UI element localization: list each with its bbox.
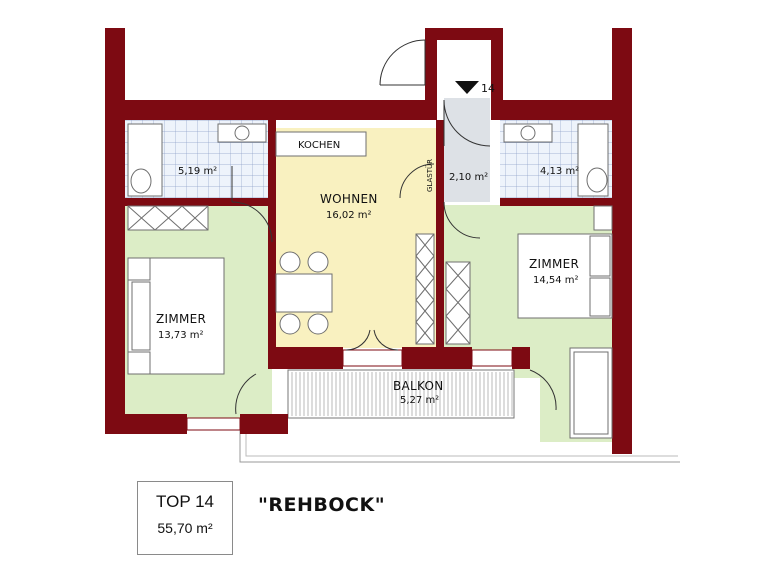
- entrance-number: 14: [481, 82, 495, 95]
- living-area: 16,02 m²: [326, 210, 372, 221]
- hall-floor: [444, 98, 490, 202]
- bath-left-area: 5,19 m²: [178, 166, 217, 177]
- glass-door-label: GLASTÜR: [425, 159, 434, 192]
- unit-name: TOP 14: [156, 492, 214, 511]
- furniture: [127, 123, 613, 439]
- bedroom-right-name: ZIMMER: [529, 257, 579, 271]
- entrance-triangle-icon: [455, 81, 479, 94]
- project-name: "REHBOCK": [258, 494, 386, 516]
- windows: [186, 349, 513, 431]
- unit-total-area: 55,70 m²: [157, 520, 213, 536]
- kitchen-label: KOCHEN: [298, 140, 340, 151]
- bedroom-right-area: 14,54 m²: [533, 275, 579, 286]
- living-name: WOHNEN: [320, 192, 378, 206]
- balcony: [239, 369, 680, 463]
- bedroom-left-area: 13,73 m²: [158, 330, 204, 341]
- balcony-name: BALKON: [393, 379, 444, 393]
- walls: [105, 28, 632, 454]
- unit-legend-box: TOP 14 55,70 m²: [137, 481, 233, 555]
- balcony-area: 5,27 m²: [400, 395, 439, 406]
- doors: [231, 39, 557, 415]
- bedroom-left-name: ZIMMER: [156, 312, 206, 326]
- bath-right-area: 4,13 m²: [540, 166, 579, 177]
- hall-area: 2,10 m²: [449, 172, 488, 183]
